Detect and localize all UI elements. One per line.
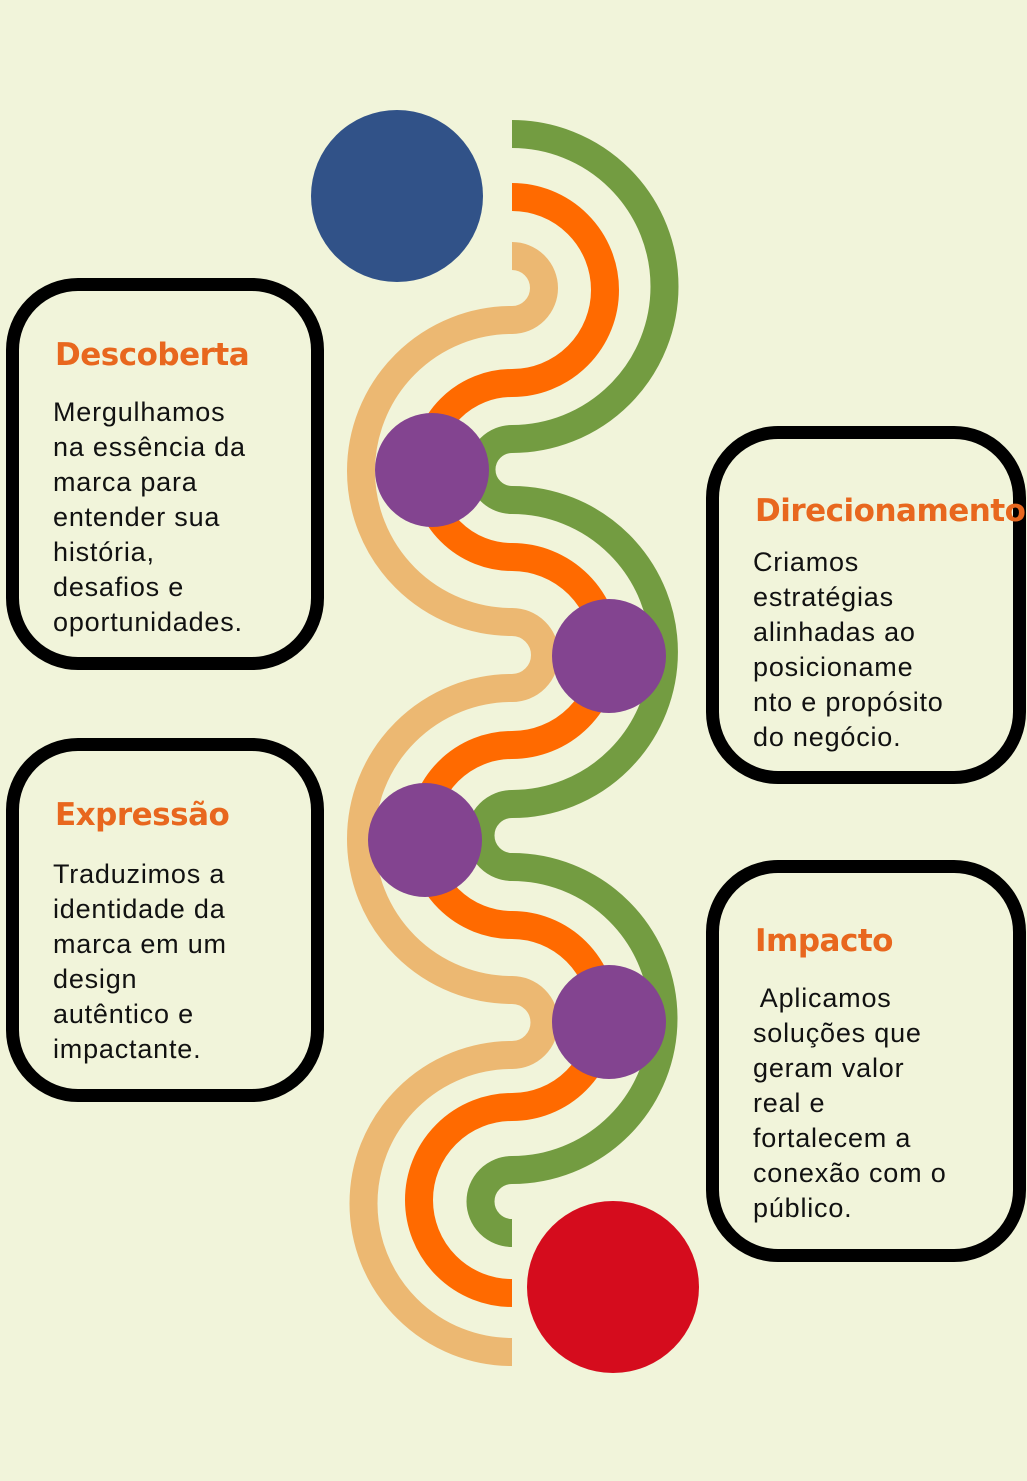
- description-line: marca em um: [53, 929, 227, 959]
- step-card-expressao: Expressão Traduzimos a identidade da mar…: [6, 738, 324, 1102]
- description-line: impactante.: [53, 1034, 202, 1064]
- start-circle-blue: [311, 110, 483, 282]
- description-line: geram valor: [753, 1053, 905, 1083]
- description-line: do negócio.: [753, 722, 902, 752]
- description-line: Aplicamos: [753, 983, 892, 1013]
- step-description: Criamos estratégias alinhadas ao posicio…: [753, 545, 944, 755]
- description-line: alinhadas ao: [753, 617, 916, 647]
- description-line: Criamos: [753, 547, 860, 577]
- step-title: Direcionamento: [755, 493, 1026, 529]
- description-line: identidade da: [53, 894, 226, 924]
- milestone-circle-3: [368, 783, 482, 897]
- orange-wave-path: [405, 183, 620, 1307]
- milestone-circle-4: [552, 965, 666, 1079]
- step-description: Aplicamos soluções que geram valor real …: [753, 981, 947, 1226]
- step-title: Descoberta: [55, 337, 250, 373]
- description-line: marca para: [53, 467, 198, 497]
- step-title: Impacto: [755, 923, 893, 959]
- tan-wave-path: [347, 242, 559, 1366]
- description-line: real e: [753, 1088, 826, 1118]
- description-line: na essência da: [53, 432, 246, 462]
- description-line: fortalecem a: [753, 1123, 912, 1153]
- description-line: autêntico e: [53, 999, 194, 1029]
- description-line: conexão com o: [753, 1158, 947, 1188]
- description-line: nto e propósito: [753, 687, 944, 717]
- description-line: história,: [53, 537, 155, 567]
- green-wave-path: [466, 120, 679, 1247]
- description-line: posicioname: [753, 652, 914, 682]
- description-line: oportunidades.: [53, 607, 243, 637]
- step-description: Mergulhamos na essência da marca para en…: [53, 395, 246, 640]
- step-description: Traduzimos a identidade da marca em um d…: [53, 857, 227, 1067]
- description-line: design: [53, 964, 138, 994]
- milestone-circle-1: [375, 413, 489, 527]
- description-line: Mergulhamos: [53, 397, 226, 427]
- description-line: entender sua: [53, 502, 221, 532]
- step-card-impacto: Impacto Aplicamos soluções que geram val…: [706, 860, 1026, 1262]
- step-title: Expressão: [55, 797, 230, 833]
- step-card-descoberta: Descoberta Mergulhamos na essência da ma…: [6, 278, 324, 670]
- description-line: público.: [753, 1193, 853, 1223]
- step-card-direcionamento: Direcionamento Criamos estratégias alinh…: [706, 426, 1026, 784]
- description-line: estratégias: [753, 582, 894, 612]
- description-line: desafios e: [53, 572, 185, 602]
- milestone-circle-2: [552, 599, 666, 713]
- end-circle-red: [527, 1201, 699, 1373]
- description-line: soluções que: [753, 1018, 922, 1048]
- description-line: Traduzimos a: [53, 859, 226, 889]
